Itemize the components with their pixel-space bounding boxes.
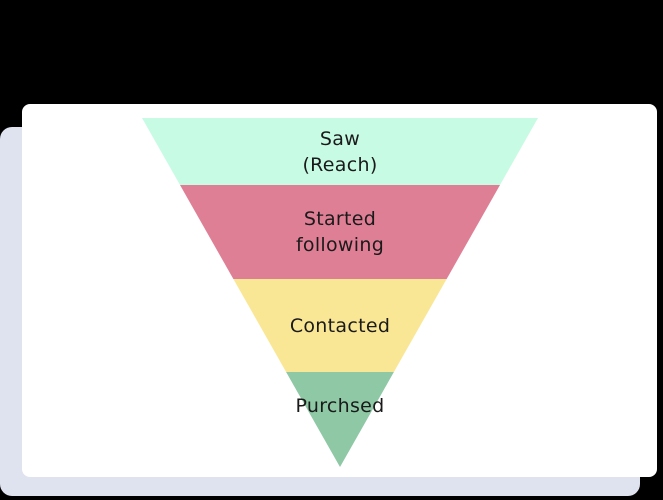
funnel-stage-1-label: Saw(Reach) bbox=[302, 127, 378, 176]
funnel-stage-3-label: Contacted bbox=[289, 314, 391, 337]
funnel-stage-4-label: Purchsed bbox=[295, 395, 385, 417]
funnel-stage-1 bbox=[142, 118, 538, 185]
